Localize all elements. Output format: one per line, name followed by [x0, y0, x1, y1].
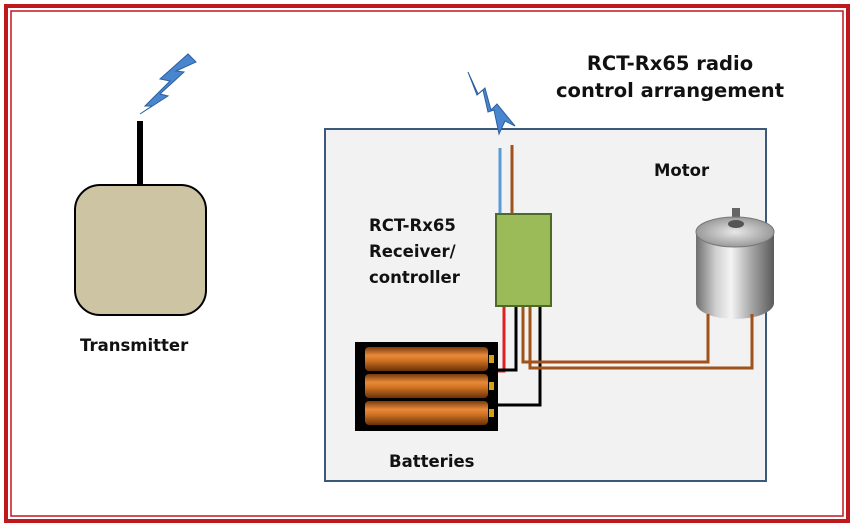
title-line-2: control arrangement	[556, 79, 785, 102]
title-line-1: RCT-Rx65 radio	[586, 52, 754, 75]
transmitter-label: Transmitter	[80, 336, 189, 355]
motor-icon	[695, 208, 775, 319]
motor-label: Motor	[654, 161, 710, 180]
battery-cell	[365, 347, 488, 371]
batteries-label: Batteries	[389, 452, 475, 471]
receiver-label-line-2: Receiver/	[369, 242, 456, 261]
receiver-controller	[495, 213, 552, 307]
transmitter-signal-icon	[139, 53, 197, 115]
wiring	[492, 306, 754, 407]
receiver-signal-icon	[467, 71, 516, 136]
receiver-label: RCT-Rx65 Receiver/ controller	[369, 213, 460, 291]
battery-cell	[365, 401, 488, 425]
diagram-title: RCT-Rx65 radio control arrangement	[556, 50, 784, 104]
battery-cell	[365, 374, 488, 398]
outer-frame	[4, 4, 850, 523]
receiver-label-line-3: controller	[369, 268, 460, 287]
receiver-label-line-1: RCT-Rx65	[369, 216, 456, 235]
transmitter	[74, 121, 207, 316]
battery-pack-icon	[355, 342, 498, 431]
